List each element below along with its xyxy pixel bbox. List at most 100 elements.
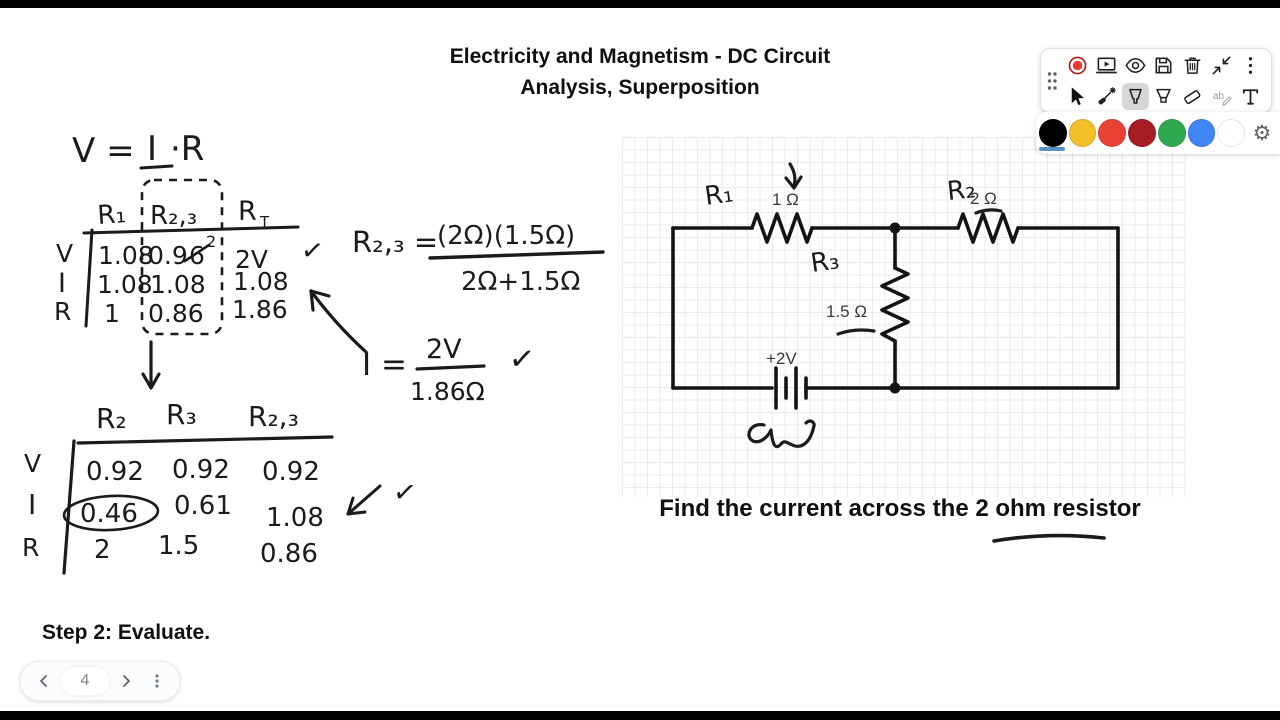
problem-underline	[992, 533, 1106, 543]
page-title-line1: Electricity and Magnetism - DC Circuit	[449, 45, 831, 68]
color-palette: ⚙	[1036, 112, 1280, 154]
save-button[interactable]	[1150, 52, 1177, 79]
r23-numerator: (2Ω)(1.5Ω)	[437, 221, 575, 251]
color-swatch-yellow[interactable]	[1068, 119, 1097, 147]
color-swatch-black[interactable]	[1039, 119, 1067, 147]
current-formula: I = 2V 1.86Ω ✓	[362, 334, 537, 406]
highlighter-tool-button[interactable]	[1150, 83, 1177, 110]
current-underline	[139, 164, 174, 170]
table2-header-r23: R₂,₃	[248, 400, 299, 433]
next-page-button[interactable]	[111, 669, 141, 693]
table1-v-r23-struck: 6	[189, 241, 205, 270]
gear-icon: ⚙	[1252, 121, 1272, 145]
select-tool-button[interactable]	[1064, 83, 1091, 110]
pen-tool-button[interactable]	[1121, 82, 1149, 110]
table1-r-rt: 1.86	[232, 295, 288, 324]
table2-header-r3: R₃	[166, 398, 197, 431]
table1-i-r1: 1.08	[97, 270, 153, 299]
ohms-law-lhs: V =	[72, 131, 135, 171]
preview-button[interactable]	[1122, 52, 1149, 79]
color-swatch-green[interactable]	[1157, 119, 1186, 147]
text-recognition-tool-button[interactable]: ab	[1208, 83, 1235, 110]
previous-page-button[interactable]	[29, 669, 59, 693]
text-tool-button[interactable]	[1237, 83, 1264, 110]
table2-v-r23: 0.92	[262, 457, 320, 487]
r3-handwritten-label: R₃	[809, 245, 841, 279]
page-navigator: 4	[20, 661, 180, 701]
table2-row-i: I	[28, 488, 36, 521]
table1-v-rt: 2V	[235, 245, 268, 274]
table2-header-r2: R₂	[96, 402, 127, 435]
cursor-icon	[1071, 86, 1085, 105]
table1-i-r23: 1.08	[150, 270, 206, 299]
current-lhs: I =	[362, 347, 407, 383]
table1-row-r: R	[54, 297, 71, 326]
toolbar-drag-handle[interactable]	[1043, 70, 1061, 92]
chevron-left-icon	[40, 675, 47, 687]
collapse-button[interactable]	[1208, 52, 1235, 79]
current-numerator: 2V	[426, 334, 462, 365]
r3-value-label: 1.5 Ω	[826, 302, 867, 321]
page-options-button[interactable]	[143, 669, 171, 693]
table1-left-rule	[84, 228, 94, 328]
node-dot-top	[889, 222, 901, 234]
i-r2-circle	[62, 494, 160, 532]
eye-icon	[1125, 57, 1146, 73]
laser-pointer-icon	[1098, 86, 1116, 105]
record-button[interactable]	[1064, 52, 1091, 79]
table2-v-r2: 0.92	[86, 457, 144, 487]
color-swatch-white[interactable]	[1217, 119, 1246, 147]
table1-header-rt-base: R	[238, 196, 257, 227]
current-direction-arrow-shaft	[788, 162, 797, 188]
collapse-icon	[1212, 56, 1231, 74]
page-number[interactable]: 4	[61, 667, 109, 695]
r23-lhs: R₂,₃ =	[352, 225, 438, 259]
ab-glyph: ab	[1213, 90, 1225, 101]
pointer-arrow-shaft	[309, 289, 368, 354]
table1-header-rt-sub: T	[259, 213, 270, 231]
eraser-icon	[1184, 89, 1201, 104]
pen-icon	[1128, 88, 1142, 104]
table1-checkmark: ✓	[299, 234, 326, 268]
current-denominator: 1.86Ω	[410, 377, 485, 406]
text-tool-icon	[1242, 88, 1259, 105]
color-swatch-red[interactable]	[1098, 119, 1127, 147]
settings-button[interactable]: ⚙	[1247, 118, 1277, 148]
table2-v-r3: 0.92	[172, 455, 230, 485]
circuit-diagram: 1 Ω 2 Ω 1.5 Ω +2V R₁ R₂ R₃	[671, 162, 1120, 449]
chevron-right-icon	[123, 675, 130, 687]
table1-r-r23: 0.86	[148, 299, 204, 328]
color-swatch-dark-red[interactable]	[1128, 119, 1156, 147]
color-swatch-blue[interactable]	[1187, 119, 1216, 147]
r3-value-underline	[836, 328, 876, 336]
table2-arrow-head	[346, 496, 367, 516]
laser-pointer-tool-button[interactable]	[1093, 83, 1120, 110]
more-options-button[interactable]	[1237, 52, 1264, 79]
table1-top-rule	[82, 225, 300, 235]
eraser-tool-button[interactable]	[1179, 83, 1206, 110]
r23-formula: R₂,₃ = (2Ω)(1.5Ω) 2Ω+1.5Ω	[352, 221, 605, 297]
table2-r-r3: 1.5	[158, 531, 199, 561]
trash-icon	[1184, 57, 1201, 74]
resistor-r2	[956, 212, 1020, 244]
table2-i-r23: 1.08	[266, 503, 324, 533]
grid-paper-background	[622, 137, 1186, 497]
table1-header-r23: R₂,₃	[150, 201, 197, 231]
table2-checkmark: ✓	[391, 474, 419, 510]
current-fraction-bar	[415, 364, 486, 371]
delete-button[interactable]	[1179, 52, 1206, 79]
ohms-law-current: I	[147, 129, 157, 169]
node-dot-bottom	[889, 382, 901, 394]
kebab-menu-icon	[155, 674, 159, 688]
page-title: Electricity and Magnetism - DC Circuit A…	[0, 41, 1280, 103]
table2-arrow-shaft	[346, 484, 382, 516]
present-button[interactable]	[1093, 52, 1120, 79]
current-direction-arrow-head	[784, 175, 803, 190]
r1-value-label: 1 Ω	[772, 190, 799, 209]
drag-handle-icon	[1047, 71, 1057, 90]
record-icon	[1068, 56, 1087, 74]
resistor-r1	[750, 212, 814, 244]
current-checkmark: ✓	[507, 340, 537, 379]
handwriting-to-text-icon: ab	[1213, 90, 1232, 106]
